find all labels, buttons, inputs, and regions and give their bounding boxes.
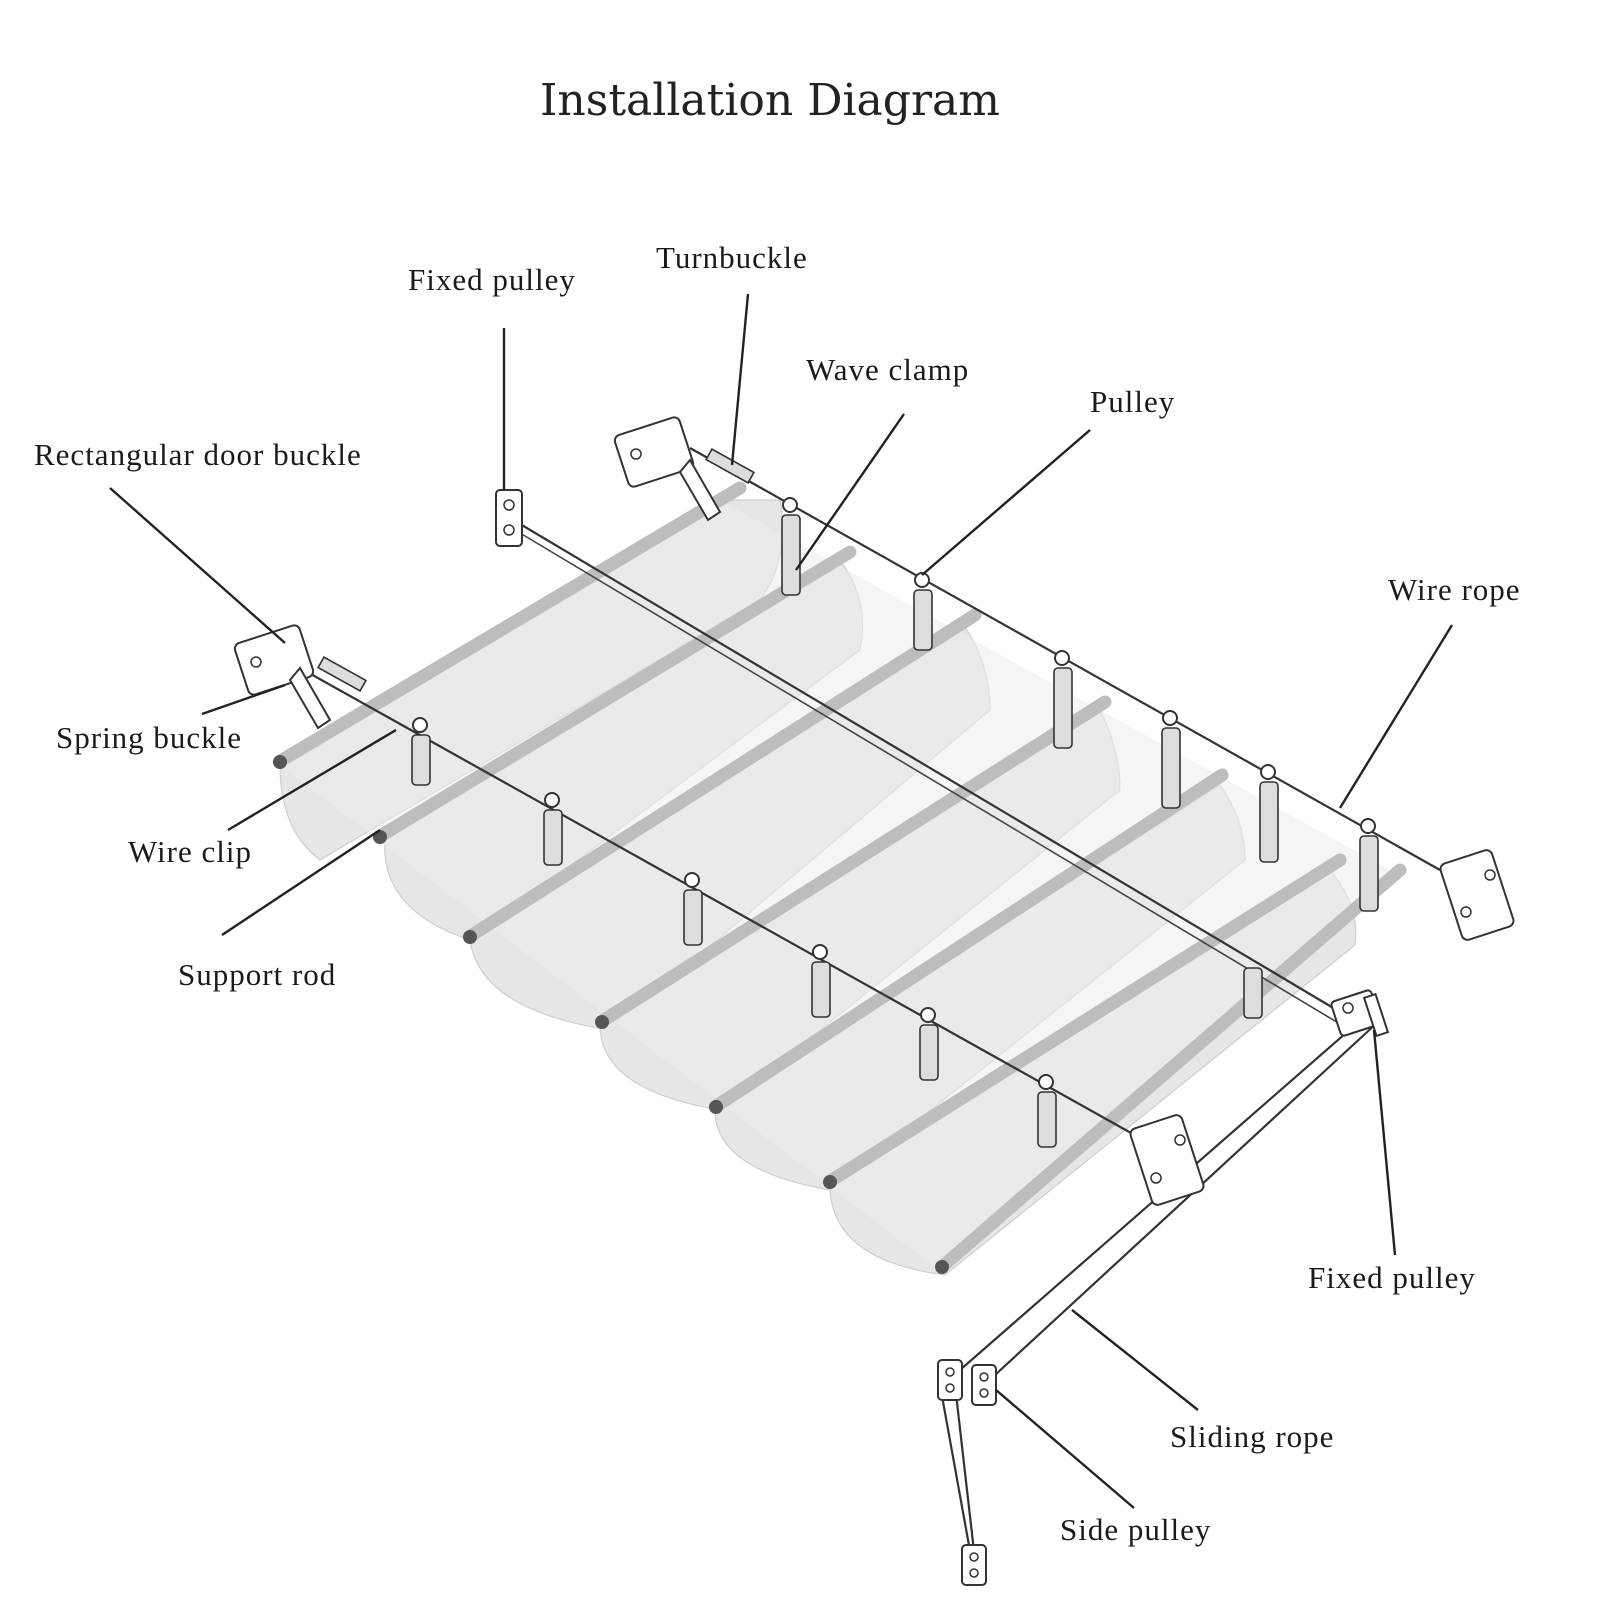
door-buckle-plate-right xyxy=(1439,849,1515,941)
spring-buckle xyxy=(678,458,722,522)
support-rod xyxy=(711,768,1229,1112)
support-rod xyxy=(465,608,982,942)
wave-clamp xyxy=(1037,1074,1057,1148)
wave-clamp xyxy=(1259,764,1279,863)
leader-wire-rope xyxy=(1338,624,1454,809)
pulley-clamp xyxy=(913,572,933,651)
rod-end xyxy=(463,930,477,944)
wave-clamp xyxy=(411,717,431,786)
label-sliding-rope: Sliding rope xyxy=(1170,1419,1334,1454)
clamps-right-wire xyxy=(781,497,1379,1019)
label-rectangular-door-buckle: Rectangular door buckle xyxy=(34,437,362,472)
leader-support-rod xyxy=(221,829,381,936)
sliding-rope-line xyxy=(994,1021,1379,1376)
wave-clamp xyxy=(1161,710,1181,809)
side-pulleys xyxy=(937,1359,997,1586)
support-rods xyxy=(273,481,1407,1274)
support-rod xyxy=(375,545,857,842)
support-rod xyxy=(825,853,1347,1187)
wave-clamp xyxy=(1053,650,1073,749)
fixed-pulley-rope xyxy=(519,532,1341,1025)
rod-end xyxy=(935,1260,949,1274)
label-fixed-pulley-bottom: Fixed pulley xyxy=(1308,1260,1476,1295)
rod-end xyxy=(273,755,287,769)
turnbuckle-top xyxy=(705,448,755,484)
leader-pulley xyxy=(921,429,1091,576)
door-buckle-plate-top xyxy=(613,416,695,488)
wire-rope-left xyxy=(299,667,1141,1139)
door-buckle-plate-bottom xyxy=(1129,1114,1205,1206)
label-pulley: Pulley xyxy=(1090,384,1175,419)
leader-wire-clip xyxy=(227,728,397,832)
leader-turnbuckle xyxy=(730,293,750,466)
support-rod xyxy=(597,695,1112,1027)
fixed-pulley-rope xyxy=(509,517,1341,1013)
clamps-left-wire xyxy=(411,717,1057,1148)
leader-side-pulley xyxy=(995,1389,1135,1509)
support-rod xyxy=(937,863,1407,1272)
leader-sliding-rope xyxy=(1071,1309,1199,1411)
support-rod xyxy=(275,481,747,767)
label-side-pulley: Side pulley xyxy=(1060,1512,1211,1547)
wave-clamp xyxy=(919,1007,939,1081)
rod-end xyxy=(709,1100,723,1114)
label-turnbuckle: Turnbuckle xyxy=(656,240,808,275)
turnbuckle-left xyxy=(317,656,367,692)
wave-clamp xyxy=(543,792,563,866)
wave-clamp xyxy=(811,944,831,1018)
wave-clamp xyxy=(683,872,703,946)
wave-clamp xyxy=(781,497,801,596)
leader-fixed-pulley-bottom xyxy=(1372,1029,1397,1256)
label-fixed-pulley-top: Fixed pulley xyxy=(408,262,576,297)
fixed-pulley-bottom-hardware xyxy=(1330,989,1390,1038)
rod-end xyxy=(823,1175,837,1189)
diagram-title: Installation Diagram xyxy=(540,75,1000,126)
wave-clamp xyxy=(1243,967,1263,1019)
leader-wave-clamp xyxy=(795,413,905,571)
leader-rectangular-door-buckle xyxy=(109,487,286,644)
side-pulley-hardware xyxy=(971,1364,997,1406)
side-pulley-hardware xyxy=(961,1544,987,1586)
fixed-pulley-top-hardware xyxy=(495,489,523,547)
wall-plates xyxy=(233,416,1515,1206)
wave-clamp xyxy=(1359,818,1379,912)
fixed-pulleys xyxy=(495,489,1390,1038)
side-pulley-hardware xyxy=(937,1359,963,1401)
label-wave-clamp: Wave clamp xyxy=(806,352,969,387)
label-wire-clip: Wire clip xyxy=(128,834,252,869)
leader-lines xyxy=(109,293,1454,1509)
label-wire-rope: Wire rope xyxy=(1388,572,1521,607)
fabric-panel xyxy=(280,500,1390,1275)
sliding-rope-line xyxy=(938,1384,974,1563)
label-support-rod: Support rod xyxy=(178,957,336,992)
spring-buckle xyxy=(288,666,332,730)
label-spring-buckle: Spring buckle xyxy=(56,720,242,755)
sliding-rope-line xyxy=(953,1384,977,1561)
leader-spring-buckle xyxy=(201,683,286,716)
shade-fabric xyxy=(279,499,1390,1276)
component-labels: Fixed pulley Turnbuckle Wave clamp Pulle… xyxy=(34,240,1521,1547)
rod-end xyxy=(595,1015,609,1029)
